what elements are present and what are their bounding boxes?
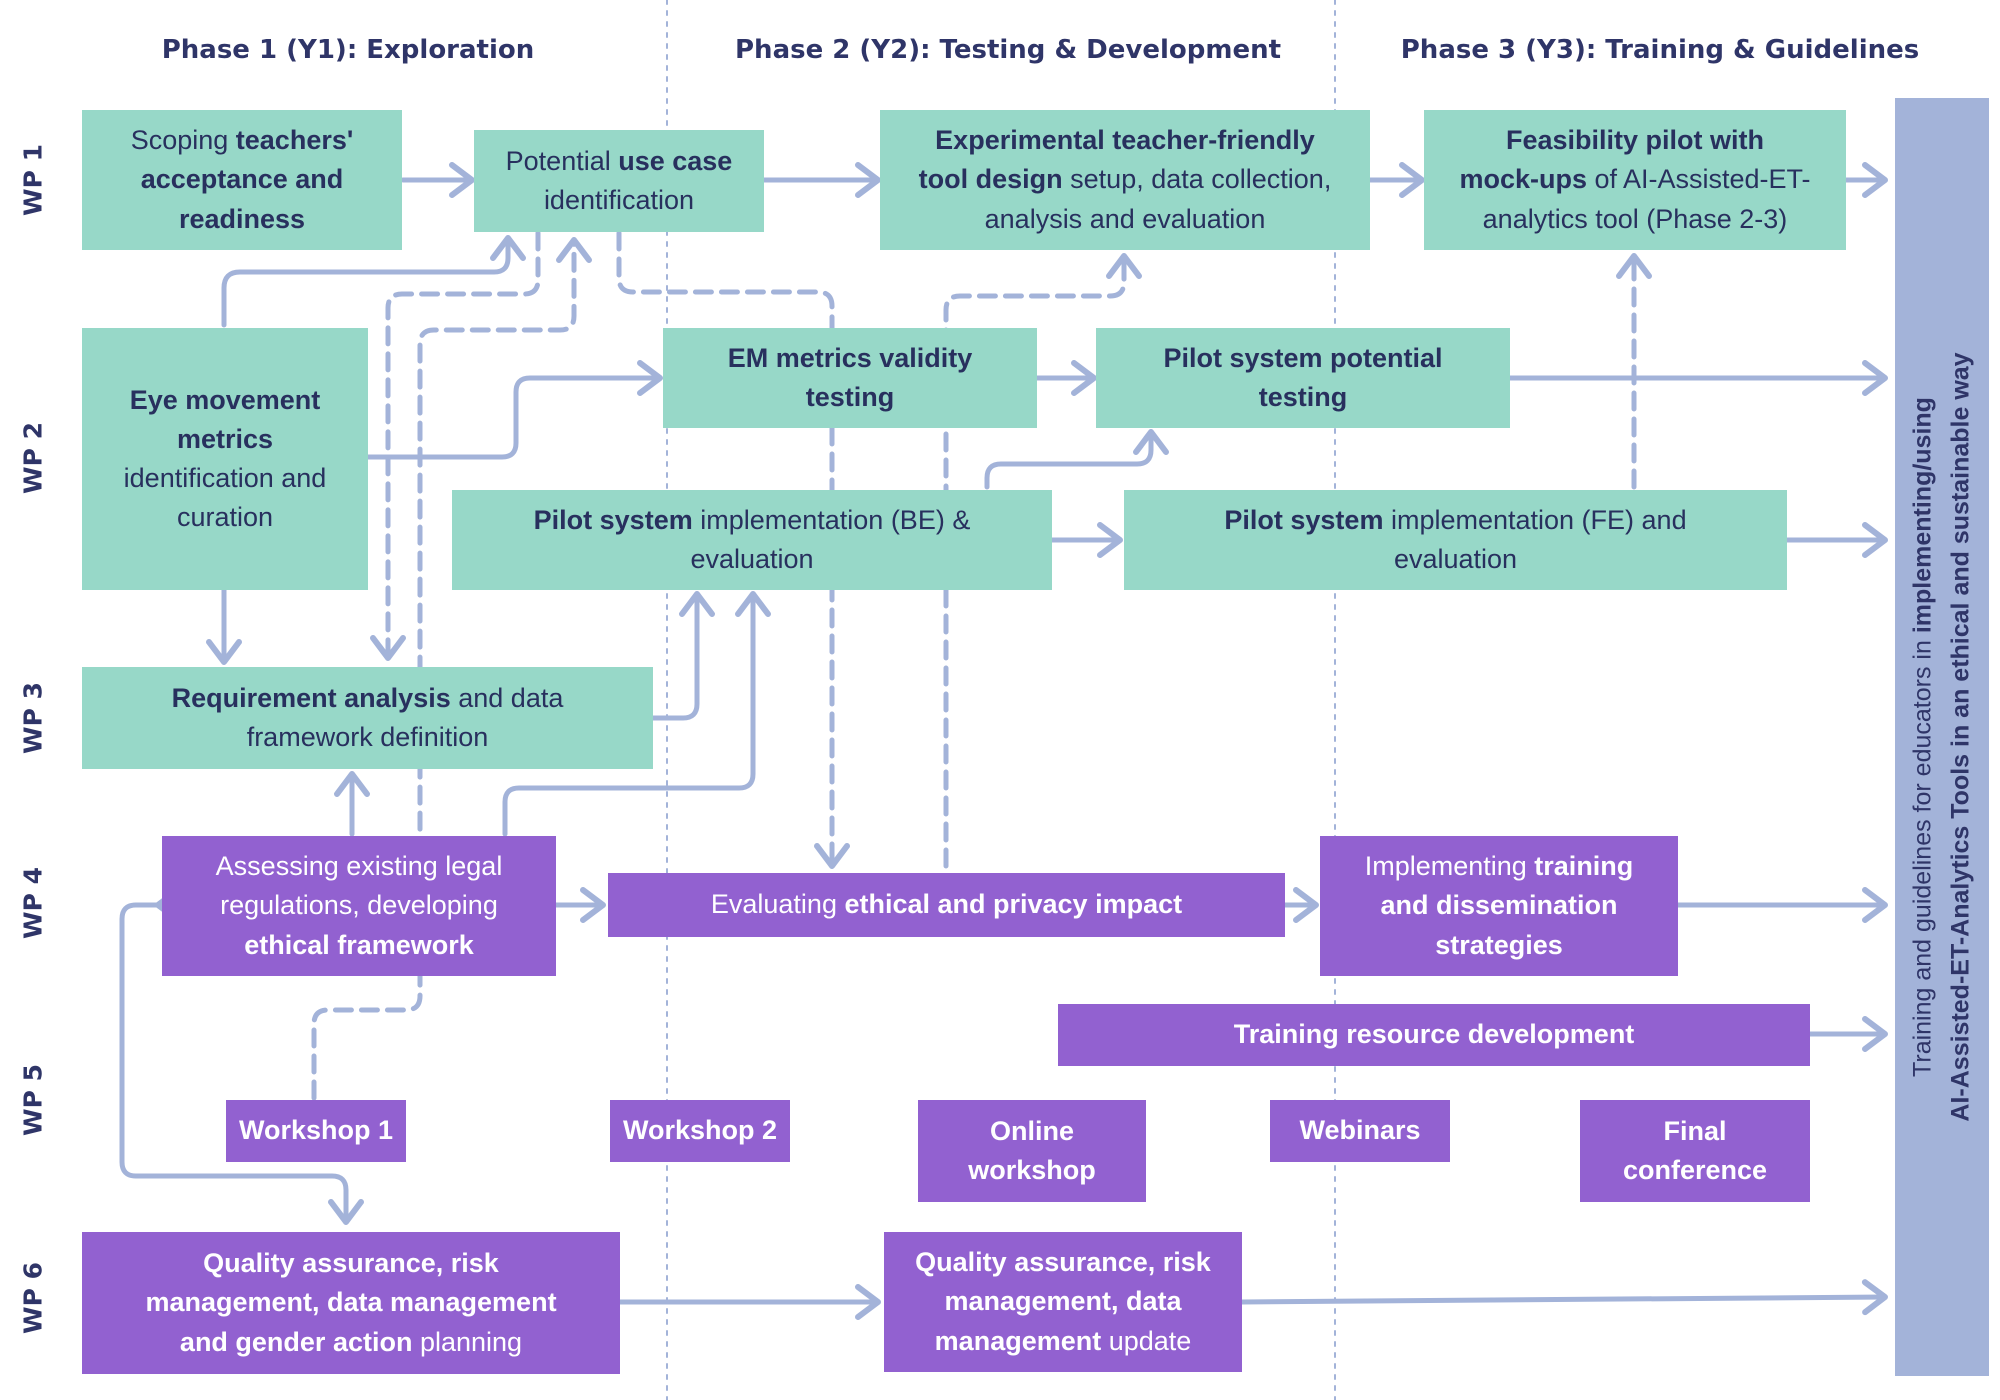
final-conference-box: Final conference: [1580, 1100, 1810, 1202]
training-resource-box: Training resource development: [1058, 1004, 1810, 1066]
pilot-be-box: Pilot system implementation (BE) & evalu…: [452, 490, 1052, 590]
ethical-impact-box: Evaluating ethical and privacy impact: [608, 873, 1285, 937]
wp2-label: WP 2: [18, 422, 48, 494]
arrow-qa2-to-sidebar: [1239, 1279, 1888, 1316]
wp1-label: WP 1: [18, 144, 48, 216]
arrow-eye-to-em-validity: [364, 360, 663, 460]
feasibility-box: Feasibility pilot with mock-ups of AI-As…: [1424, 110, 1846, 250]
workshop-2-box: Workshop 2: [610, 1100, 790, 1162]
wp3-label: WP 3: [18, 682, 48, 754]
scoping-box: Scoping teachers' acceptance and readine…: [82, 110, 402, 250]
wp5-label: WP 5: [18, 1064, 48, 1136]
arrow-pilot-be-to-pilot-potential: [984, 429, 1169, 490]
wp6-label: WP 6: [18, 1262, 48, 1334]
pilot-fe-box: Pilot system implementation (FE) and eva…: [1124, 490, 1787, 590]
workshop-1-box: Workshop 1: [226, 1100, 406, 1162]
arrow-legal-qa-bidirectional: [119, 887, 364, 1225]
pilot-potential-box: Pilot system potential testing: [1096, 328, 1510, 428]
quality-assurance-box-1: Quality assurance, risk management, data…: [82, 1232, 620, 1374]
phase-1-heading: Phase 1 (Y1): Exploration: [161, 35, 535, 65]
experimental-box: Experimental teacher-friendly tool desig…: [880, 110, 1370, 250]
phase-3-heading: Phase 3 (Y3): Training & Guidelines: [1400, 35, 1920, 65]
dashed-ethical-to-experimental: [943, 253, 1142, 869]
arrow-legal-to-pilot-be: [502, 591, 771, 837]
outcome-sidebar: Training and guidelines for educators in…: [1895, 98, 1989, 1376]
dashed-usecase-to-em-validity: [616, 230, 835, 331]
arrow-requirement-to-pilot-be: [650, 591, 715, 721]
webinars-box: Webinars: [1270, 1100, 1450, 1162]
eye-movement-box: Eye movement metrics identification and …: [82, 328, 368, 590]
legal-box: Assessing existing legal regulations, de…: [162, 836, 556, 976]
quality-assurance-box-2: Quality assurance, risk management, data…: [884, 1232, 1242, 1372]
online-workshop-box: Online workshop: [918, 1100, 1146, 1202]
use-case-box: Potential use case identification: [474, 130, 764, 232]
em-validity-box: EM metrics validity testing: [663, 328, 1037, 428]
requirement-box: Requirement analysis and data framework …: [82, 667, 653, 769]
wp4-label: WP 4: [18, 867, 48, 939]
training-dissemination-box: Implementing training and dissemination …: [1320, 836, 1678, 976]
dashed-usecase-to-requirement: [370, 230, 541, 661]
phase-2-heading: Phase 2 (Y2): Testing & Development: [735, 35, 1282, 65]
arrow-eye-to-usecase: [221, 235, 526, 328]
